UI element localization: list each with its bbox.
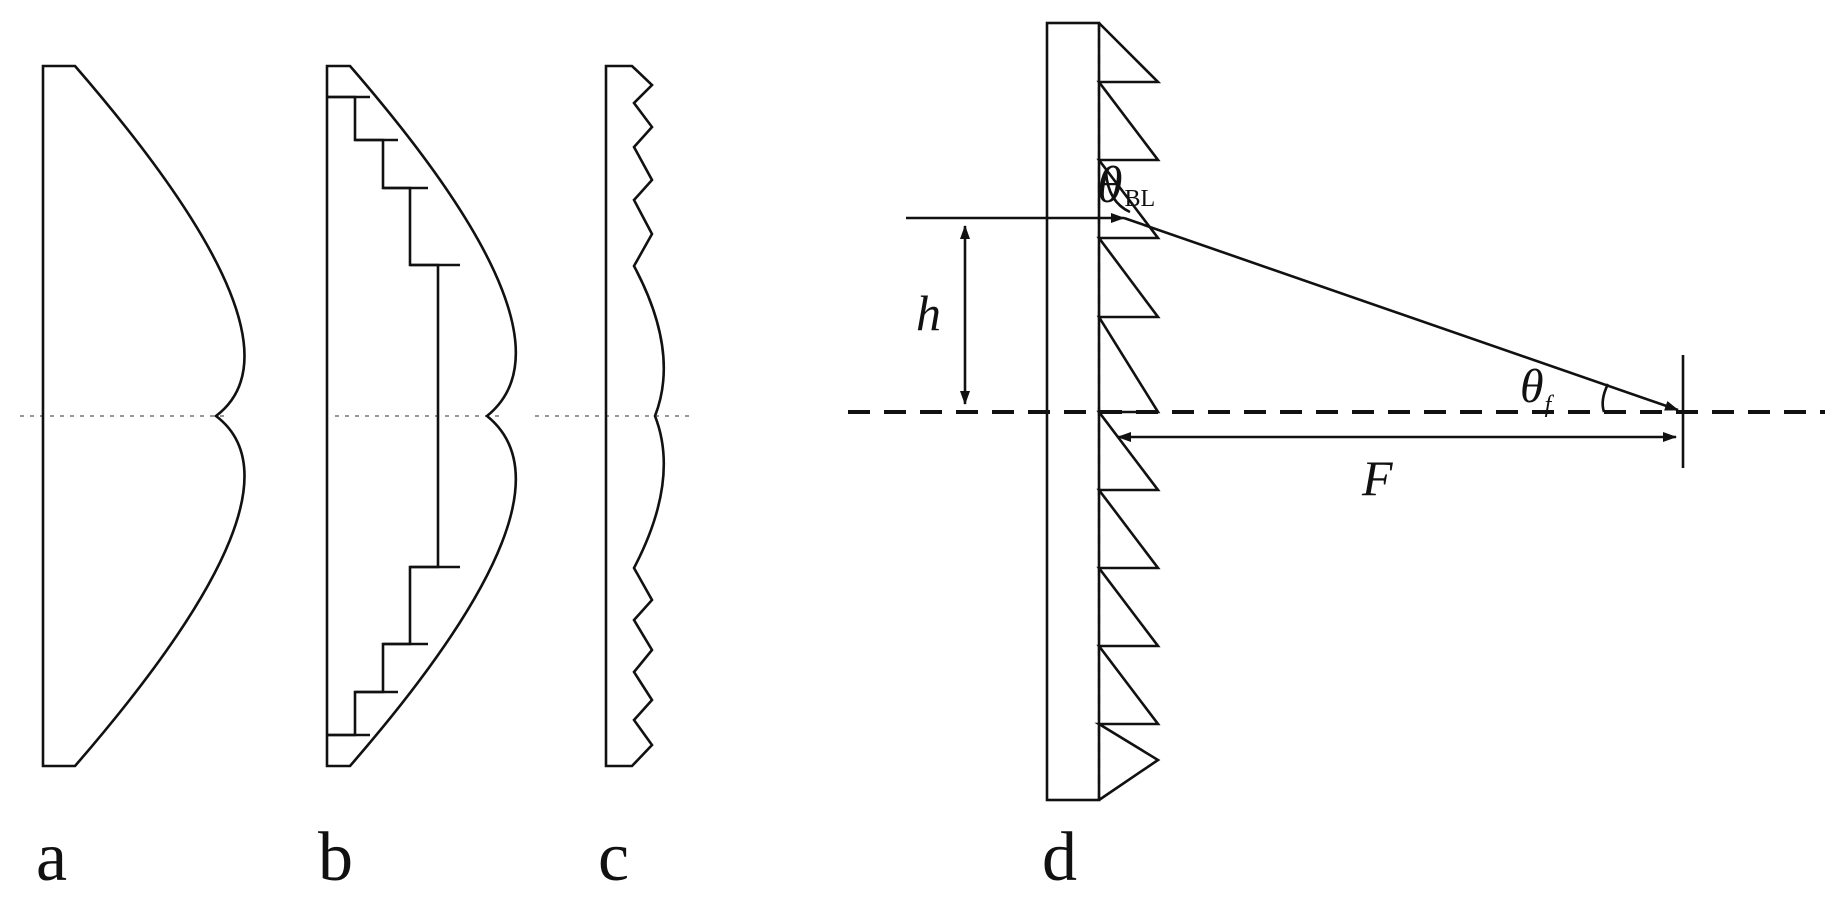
panel-label-d: d [1042,819,1077,896]
panel-d-fresnel-teeth [1094,22,1162,802]
panel-d-theta-bl-arc [1104,171,1131,214]
panel-c-lens-outline [604,64,666,768]
panel-d-theta-bl-label: θBL [1097,157,1155,214]
panel-a-lens-outline [41,64,246,768]
panel-d-theta-f-label: θf [1520,360,1555,418]
panel-b-step-profile [327,95,440,737]
panel-b-lens-outline [325,64,517,768]
panel-d-theta-f-arc [1601,383,1610,413]
panel-d-focal-length-label: F [1361,450,1393,506]
panel-d-refracted-ray [1123,216,1679,412]
panel-b-stepped-lens [325,64,517,768]
panel-c-fresnel-lens [535,64,690,768]
panel-d-height-label: h [916,285,941,341]
panel-label-c: c [598,819,629,896]
panel-label-a: a [36,819,67,896]
panel-d-fresnel-geometry: θBL θf h F [848,21,1825,802]
panel-label-b: b [318,819,353,896]
panel-a-plano-convex-lens [20,64,246,768]
